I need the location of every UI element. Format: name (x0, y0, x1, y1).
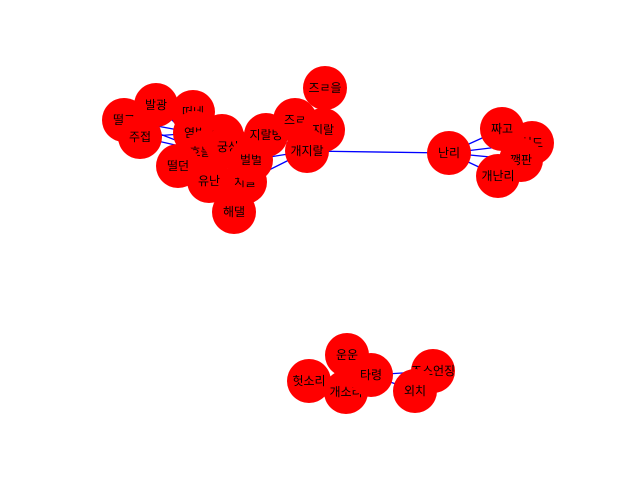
node-circle (287, 359, 331, 403)
node-circle (349, 353, 393, 397)
node-circle (393, 369, 437, 413)
node-label: 헛소리 (292, 374, 325, 388)
graph-node: 외치 (393, 369, 437, 413)
node-label: 주접 (129, 130, 151, 144)
graph-node: 타령 (349, 353, 393, 397)
node-label: 지랄병 (249, 128, 282, 142)
graph-node: 주접 (118, 115, 162, 159)
node-label: 개지랄 (290, 144, 323, 158)
graph-node: 개지랄 (285, 129, 329, 173)
node-label: 외치 (404, 384, 426, 398)
node-label: 유난 (198, 174, 220, 188)
node-circle (285, 129, 329, 173)
node-label: 개난리 (481, 169, 514, 183)
node-label: 발광 (145, 98, 167, 112)
node-label: 벌벌 (240, 153, 262, 167)
graph-node: 헛소리 (287, 359, 331, 403)
node-circle (187, 159, 231, 203)
node-label: 해댈 (223, 205, 245, 219)
node-label: 떨던 (167, 159, 189, 173)
node-label: 짜고 (491, 122, 513, 136)
node-circle (476, 154, 520, 198)
node-label: 운운 (336, 348, 358, 362)
node-label: 타령 (360, 368, 382, 382)
graph-node: 개난리 (476, 154, 520, 198)
graph-node: 즈ㄹ을 (303, 66, 347, 110)
node-label: 즈ㄹ (284, 113, 306, 127)
graph-edge (306, 150, 450, 154)
graph-node: 난리 (427, 131, 471, 175)
node-label: 즈ㄹ을 (308, 81, 341, 95)
node-label: 난리 (438, 146, 460, 160)
node-circle (118, 115, 162, 159)
graph-node: 유난 (187, 159, 231, 203)
node-layer: 발광떨고주접떠네염병호들갑떨던보랑궁상유난해댈치들벌벌지랄병즈ㄹ즈ㄹ을지랄개지랄… (102, 66, 554, 414)
node-circle (303, 66, 347, 110)
node-circle (427, 131, 471, 175)
